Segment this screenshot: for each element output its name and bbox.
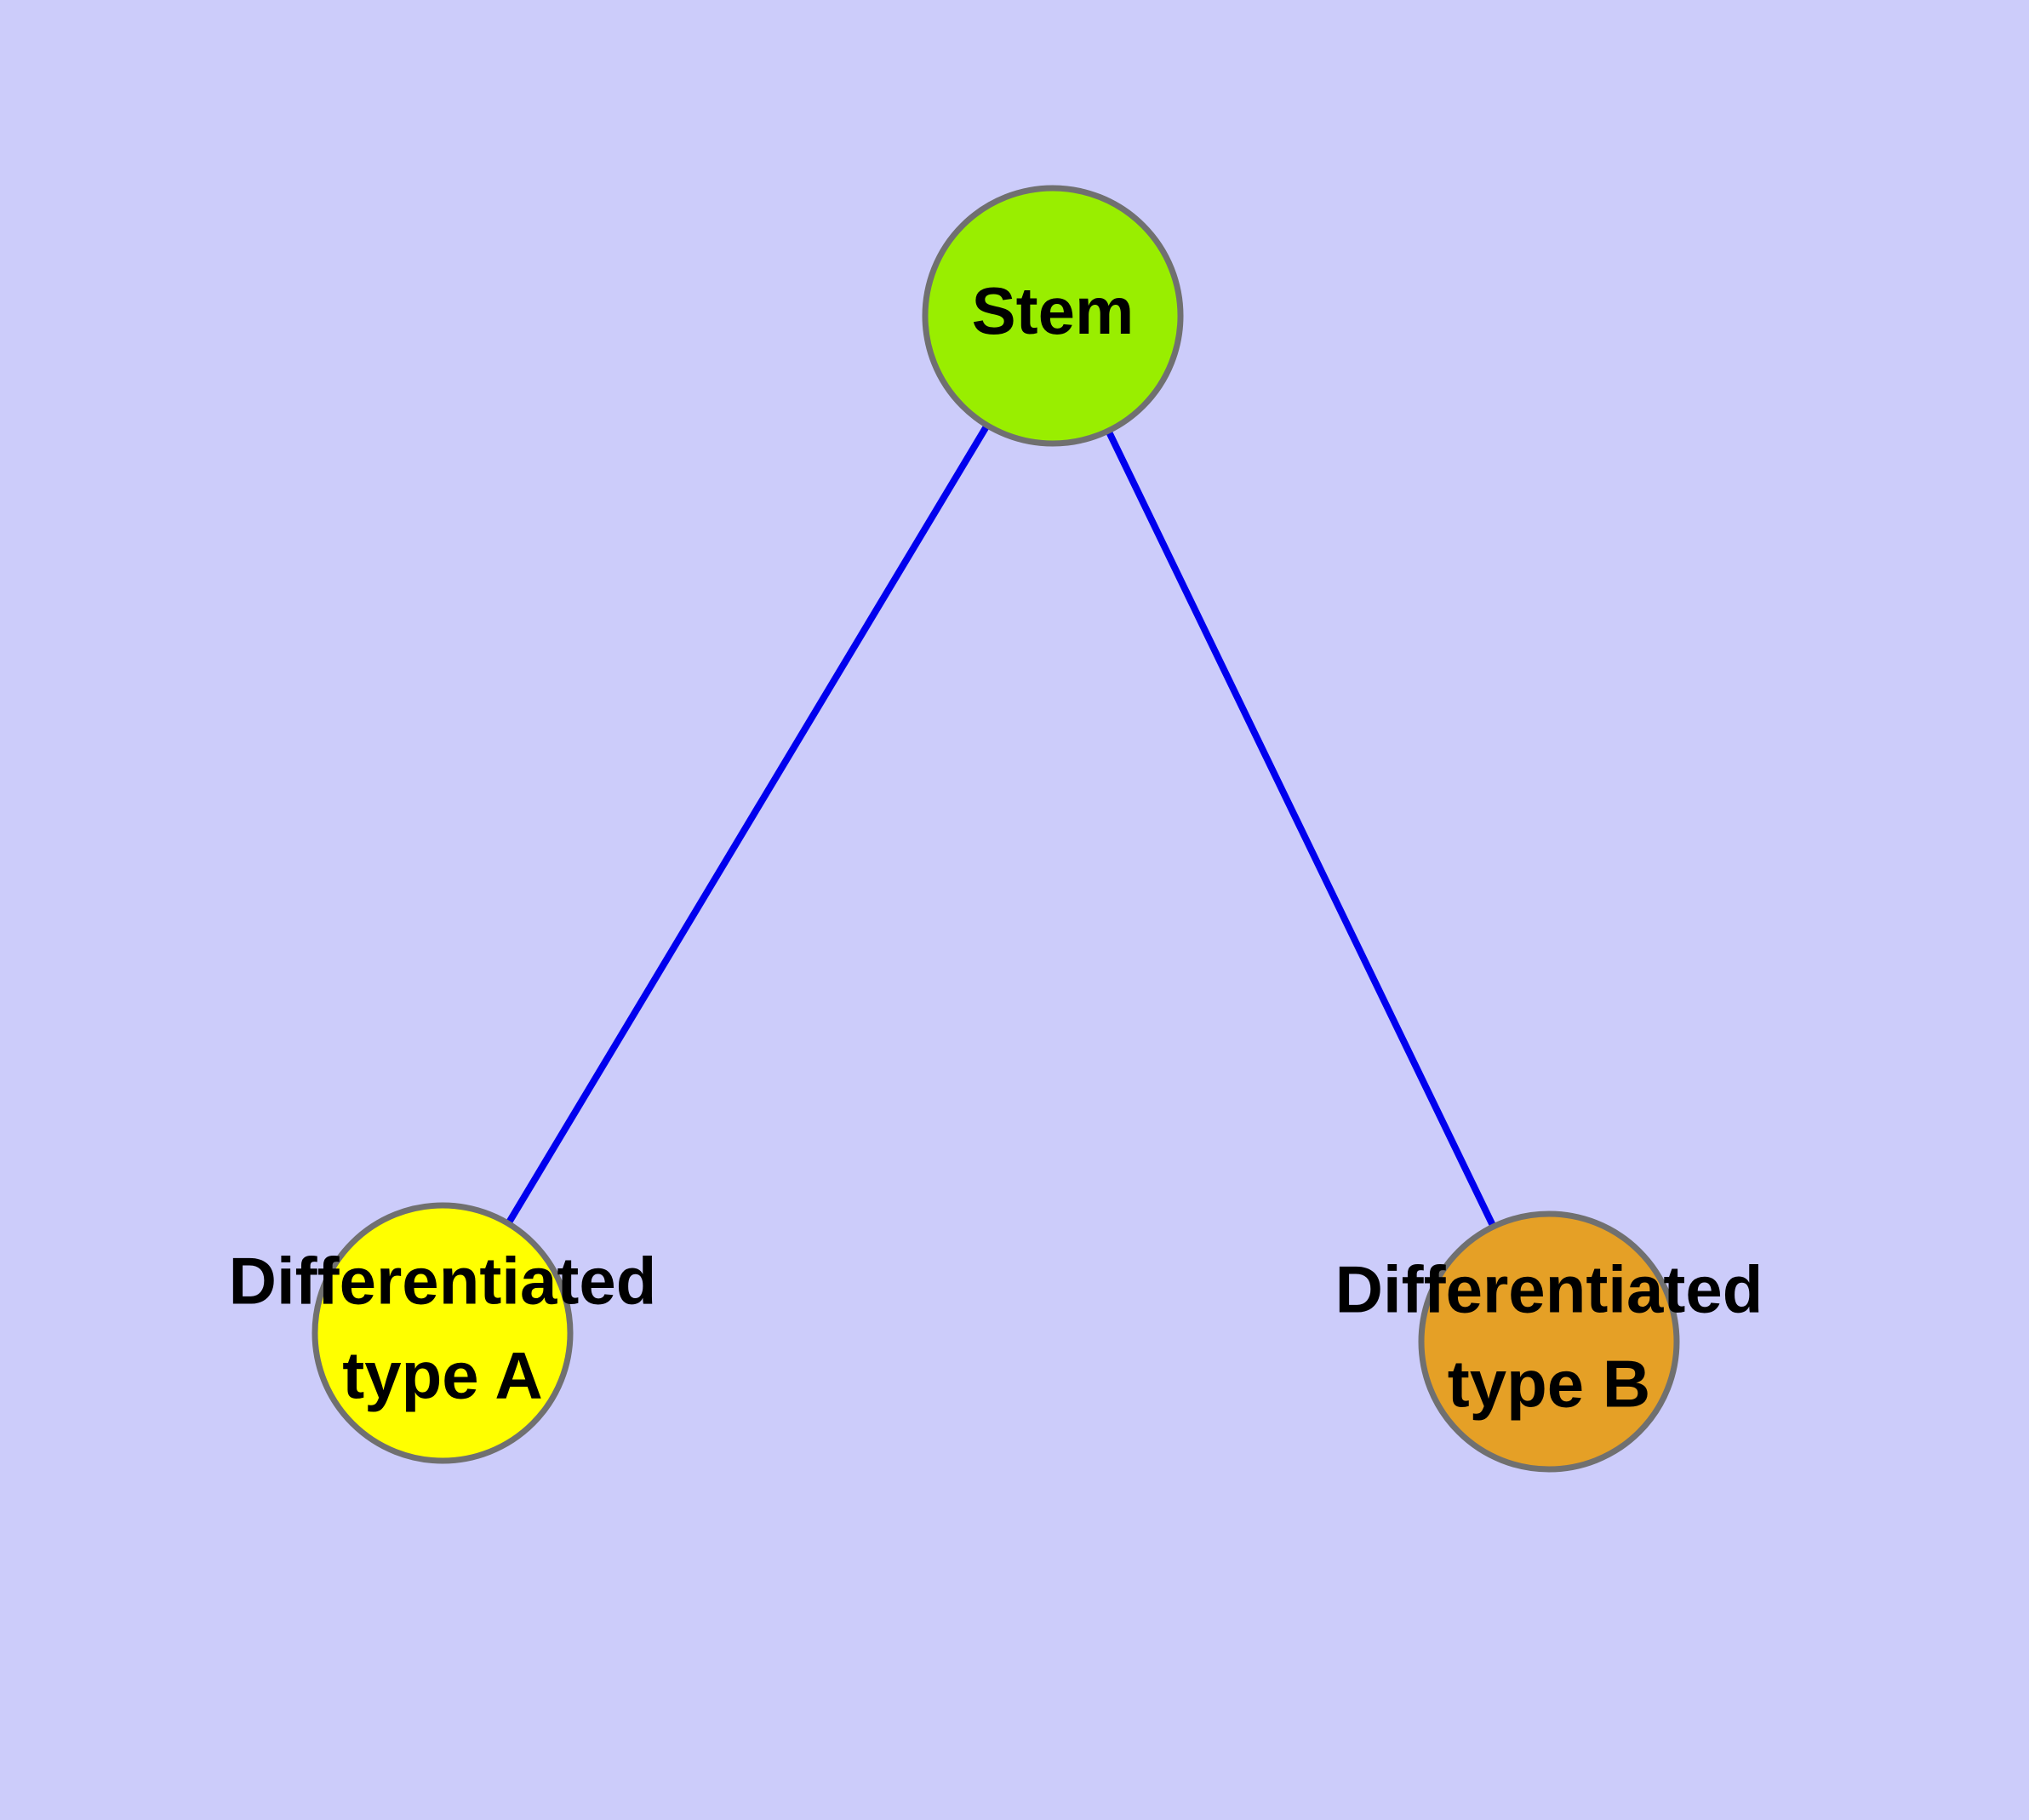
node-label-line: type A [342, 1337, 543, 1412]
node-label-line: type B [1448, 1346, 1650, 1421]
node-label-differentiated-type-a: Differentiated type A [229, 1243, 657, 1412]
node-circle-stem[interactable] [922, 185, 1184, 447]
node-label-differentiated-type-b: Differentiated type B [1335, 1251, 1763, 1421]
node-label-line: Differentiated [1335, 1251, 1763, 1326]
node-circle-differentiated-type-a[interactable] [311, 1202, 574, 1464]
edge-stem-to-differentiated-type-b[interactable] [1049, 314, 1552, 1343]
node-label-line: Stem [972, 273, 1135, 348]
edge-stem-to-differentiated-type-a[interactable] [439, 313, 1056, 1336]
node-label-line: Differentiated [229, 1243, 657, 1318]
node-labels-group: Stem Differentiated type A Differentiated… [229, 273, 1763, 1421]
node-circle-differentiated-type-b[interactable] [1418, 1210, 1680, 1473]
node-label-stem: Stem [972, 273, 1135, 348]
nodes-group [311, 185, 1680, 1473]
edges-group [439, 313, 1552, 1343]
